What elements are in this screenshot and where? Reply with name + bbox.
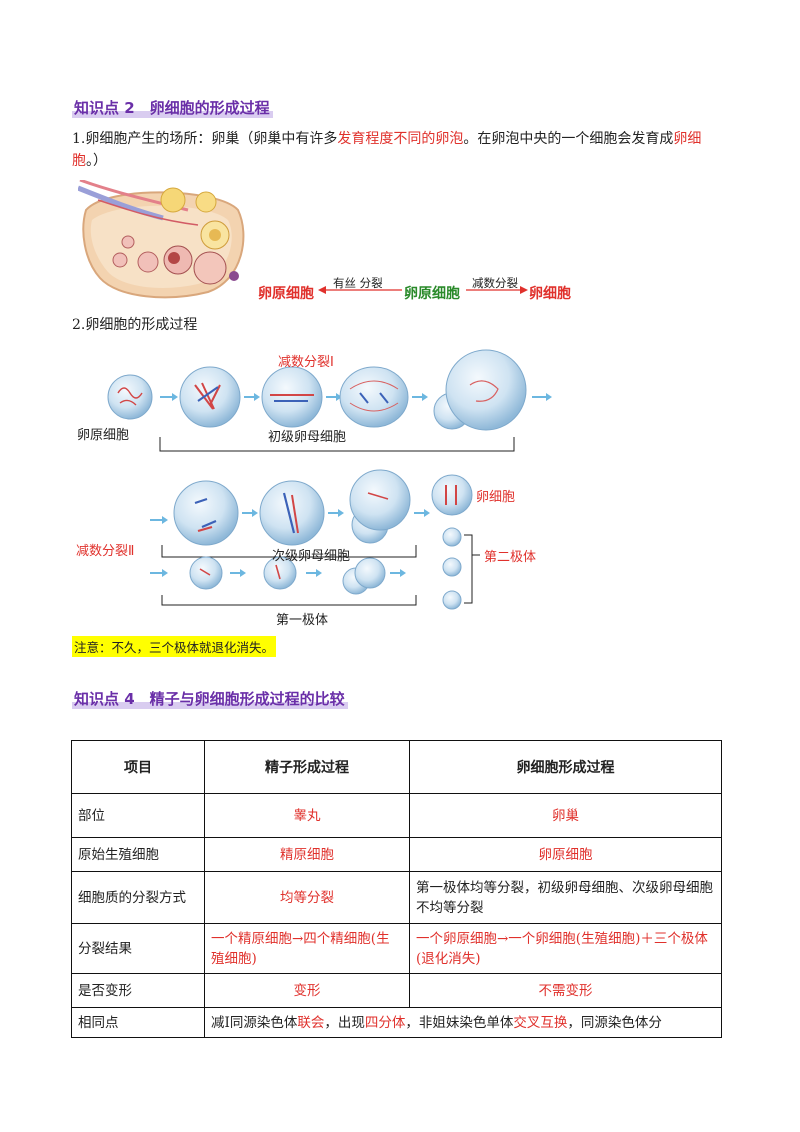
label-oogonium: 卵原细胞: [77, 428, 130, 443]
header-sperm: 精子形成过程: [204, 740, 410, 794]
table-row-same: 相同点 减Ⅰ同源染色体联会，出现四分体，非姐妹染色单体交叉互换，同源染色体分: [71, 1007, 722, 1038]
label-egg-cell: 卵细胞: [476, 490, 516, 505]
cell-item: 相同点: [71, 1007, 205, 1038]
cell-egg: 卵巢: [409, 793, 722, 838]
cell-sperm: 睾丸: [204, 793, 410, 838]
oogonium-cell: [107, 374, 153, 420]
table-header-row: 项目 精子形成过程 卵细胞形成过程: [71, 740, 722, 794]
flow-mitosis-label: 有丝 分裂: [333, 276, 383, 290]
cell-sperm: 变形: [204, 973, 410, 1008]
ovary-illustration: [78, 180, 245, 299]
arrow-left-icon: [318, 286, 402, 294]
cell-sperm: 一个精原细胞→四个精细胞(生殖细胞): [204, 923, 410, 974]
table-row: 部位 睾丸 卵巢: [71, 793, 722, 838]
label-secondary-oocyte: 次级卵母细胞: [272, 549, 351, 564]
text-segment: ，非姐妹染色单体: [405, 1014, 514, 1031]
label-primary-oocyte: 初级卵母细胞: [268, 430, 347, 445]
cell-item: 细胞质的分裂方式: [71, 871, 205, 924]
text-segment: 。）: [86, 153, 107, 169]
cell-item: 部位: [71, 793, 205, 838]
label-first-polar-body: 第一极体: [276, 613, 329, 628]
paragraph-formation-process: 2.卵细胞的形成过程: [72, 317, 198, 333]
cell-similarities: 减Ⅰ同源染色体联会，出现四分体，非姐妹染色单体交叉互换，同源染色体分: [204, 1007, 722, 1038]
section-title-4: 知识点 4 精子与卵细胞形成过程的比较: [72, 688, 348, 709]
note-polar-bodies: 注意：不久，三个极体就退化消失。: [72, 636, 277, 657]
header-item: 项目: [71, 740, 205, 794]
text-segment: 减Ⅰ同源染色体: [211, 1014, 298, 1031]
cell-sperm: 精原细胞: [204, 837, 410, 872]
cell-egg: 一个卵原细胞→一个卵细胞(生殖细胞)＋三个极体(退化消失): [409, 923, 722, 974]
flow-oogonium-left: 卵原细胞: [258, 286, 314, 302]
cell-egg: 第一极体均等分裂，初级卵母细胞、次级卵母细胞不均等分裂: [409, 871, 722, 924]
flow-egg-cell: 卵细胞: [529, 286, 571, 302]
highlight-egg-cell: 卵细胞: [72, 131, 702, 169]
cell-item: 分裂结果: [71, 923, 205, 974]
text-segment: ，出现: [324, 1014, 365, 1031]
cell-egg: 卵原细胞: [409, 837, 722, 872]
table-row: 是否变形 变形 不需变形: [71, 973, 722, 1008]
section-title-2: 知识点 2 卵细胞的形成过程: [72, 97, 273, 118]
highlight-tetrad: 四分体: [364, 1014, 406, 1031]
cell-item: 原始生殖细胞: [71, 837, 205, 872]
table-row: 原始生殖细胞 精原细胞 卵原细胞: [71, 837, 722, 872]
text-segment: ，同源染色体分: [567, 1014, 662, 1031]
flow-meiosis-label: 减数分裂: [472, 276, 518, 290]
highlight-crossing-over: 交叉互换: [513, 1014, 568, 1031]
oogenesis-diagram: [107, 349, 552, 610]
flow-oogonium-middle: 卵原细胞: [404, 286, 460, 302]
arrow-right-icon: [466, 286, 528, 294]
highlight-synapsis: 联会: [297, 1014, 325, 1031]
comparison-table: 项目 精子形成过程 卵细胞形成过程 部位 睾丸 卵巢 原始生殖细胞 精原细胞 卵…: [71, 740, 722, 1038]
label-meiosis-1: 减数分裂Ⅰ: [278, 355, 334, 370]
header-egg: 卵细胞形成过程: [409, 740, 722, 794]
label-second-polar-body: 第二极体: [484, 550, 537, 565]
highlight-follicles: 发育程度不同的卵泡: [337, 131, 464, 147]
label-meiosis-2: 减数分裂Ⅱ: [76, 544, 135, 559]
cell-sperm: 均等分裂: [204, 871, 410, 924]
table-row: 细胞质的分裂方式 均等分裂 第一极体均等分裂，初级卵母细胞、次级卵母细胞不均等分…: [71, 871, 722, 924]
cell-egg: 不需变形: [409, 973, 722, 1008]
paragraph-ovary-location: 1.卵细胞产生的场所：卵巢（卵巢中有许多发育程度不同的卵泡。在卵泡中央的一个细胞…: [72, 128, 732, 172]
text-segment: 1.卵细胞产生的场所：卵巢（卵巢中有许多: [72, 131, 338, 147]
text-segment: 。在卵泡中央的一个细胞会发育成: [463, 131, 674, 147]
table-row: 分裂结果 一个精原细胞→四个精细胞(生殖细胞) 一个卵原细胞→一个卵细胞(生殖细…: [71, 923, 722, 974]
cell-item: 是否变形: [71, 973, 205, 1008]
